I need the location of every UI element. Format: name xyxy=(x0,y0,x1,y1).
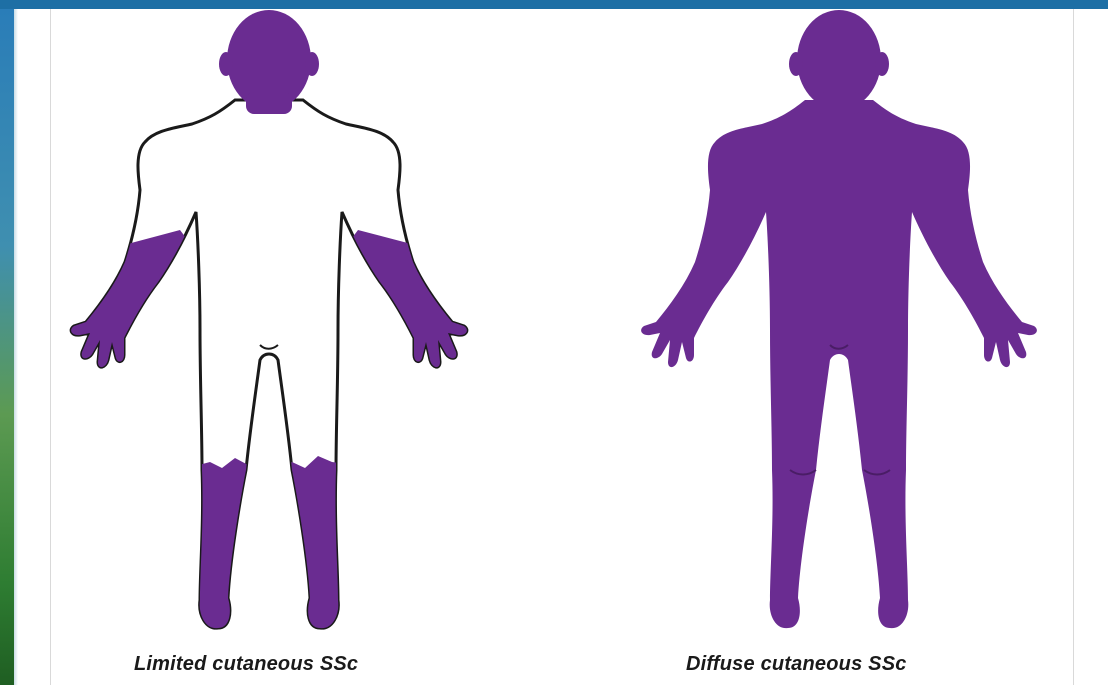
left-strip-edge xyxy=(14,9,18,685)
left-lower-leg-involvement xyxy=(180,458,260,650)
limited-cutaneous-body-figure xyxy=(60,0,480,650)
diffuse-body xyxy=(641,100,1037,628)
limited-cutaneous-caption: Limited cutaneous SSc xyxy=(134,653,358,676)
left-gradient-strip xyxy=(0,9,14,685)
right-lower-leg-involvement xyxy=(275,456,360,650)
diffuse-cutaneous-body-figure xyxy=(630,0,1050,650)
limited-body-outline xyxy=(71,100,467,628)
limited-head xyxy=(219,10,319,114)
diffuse-head xyxy=(789,10,889,114)
diffuse-involved-areas xyxy=(641,10,1037,628)
diffuse-cutaneous-caption: Diffuse cutaneous SSc xyxy=(686,653,907,676)
